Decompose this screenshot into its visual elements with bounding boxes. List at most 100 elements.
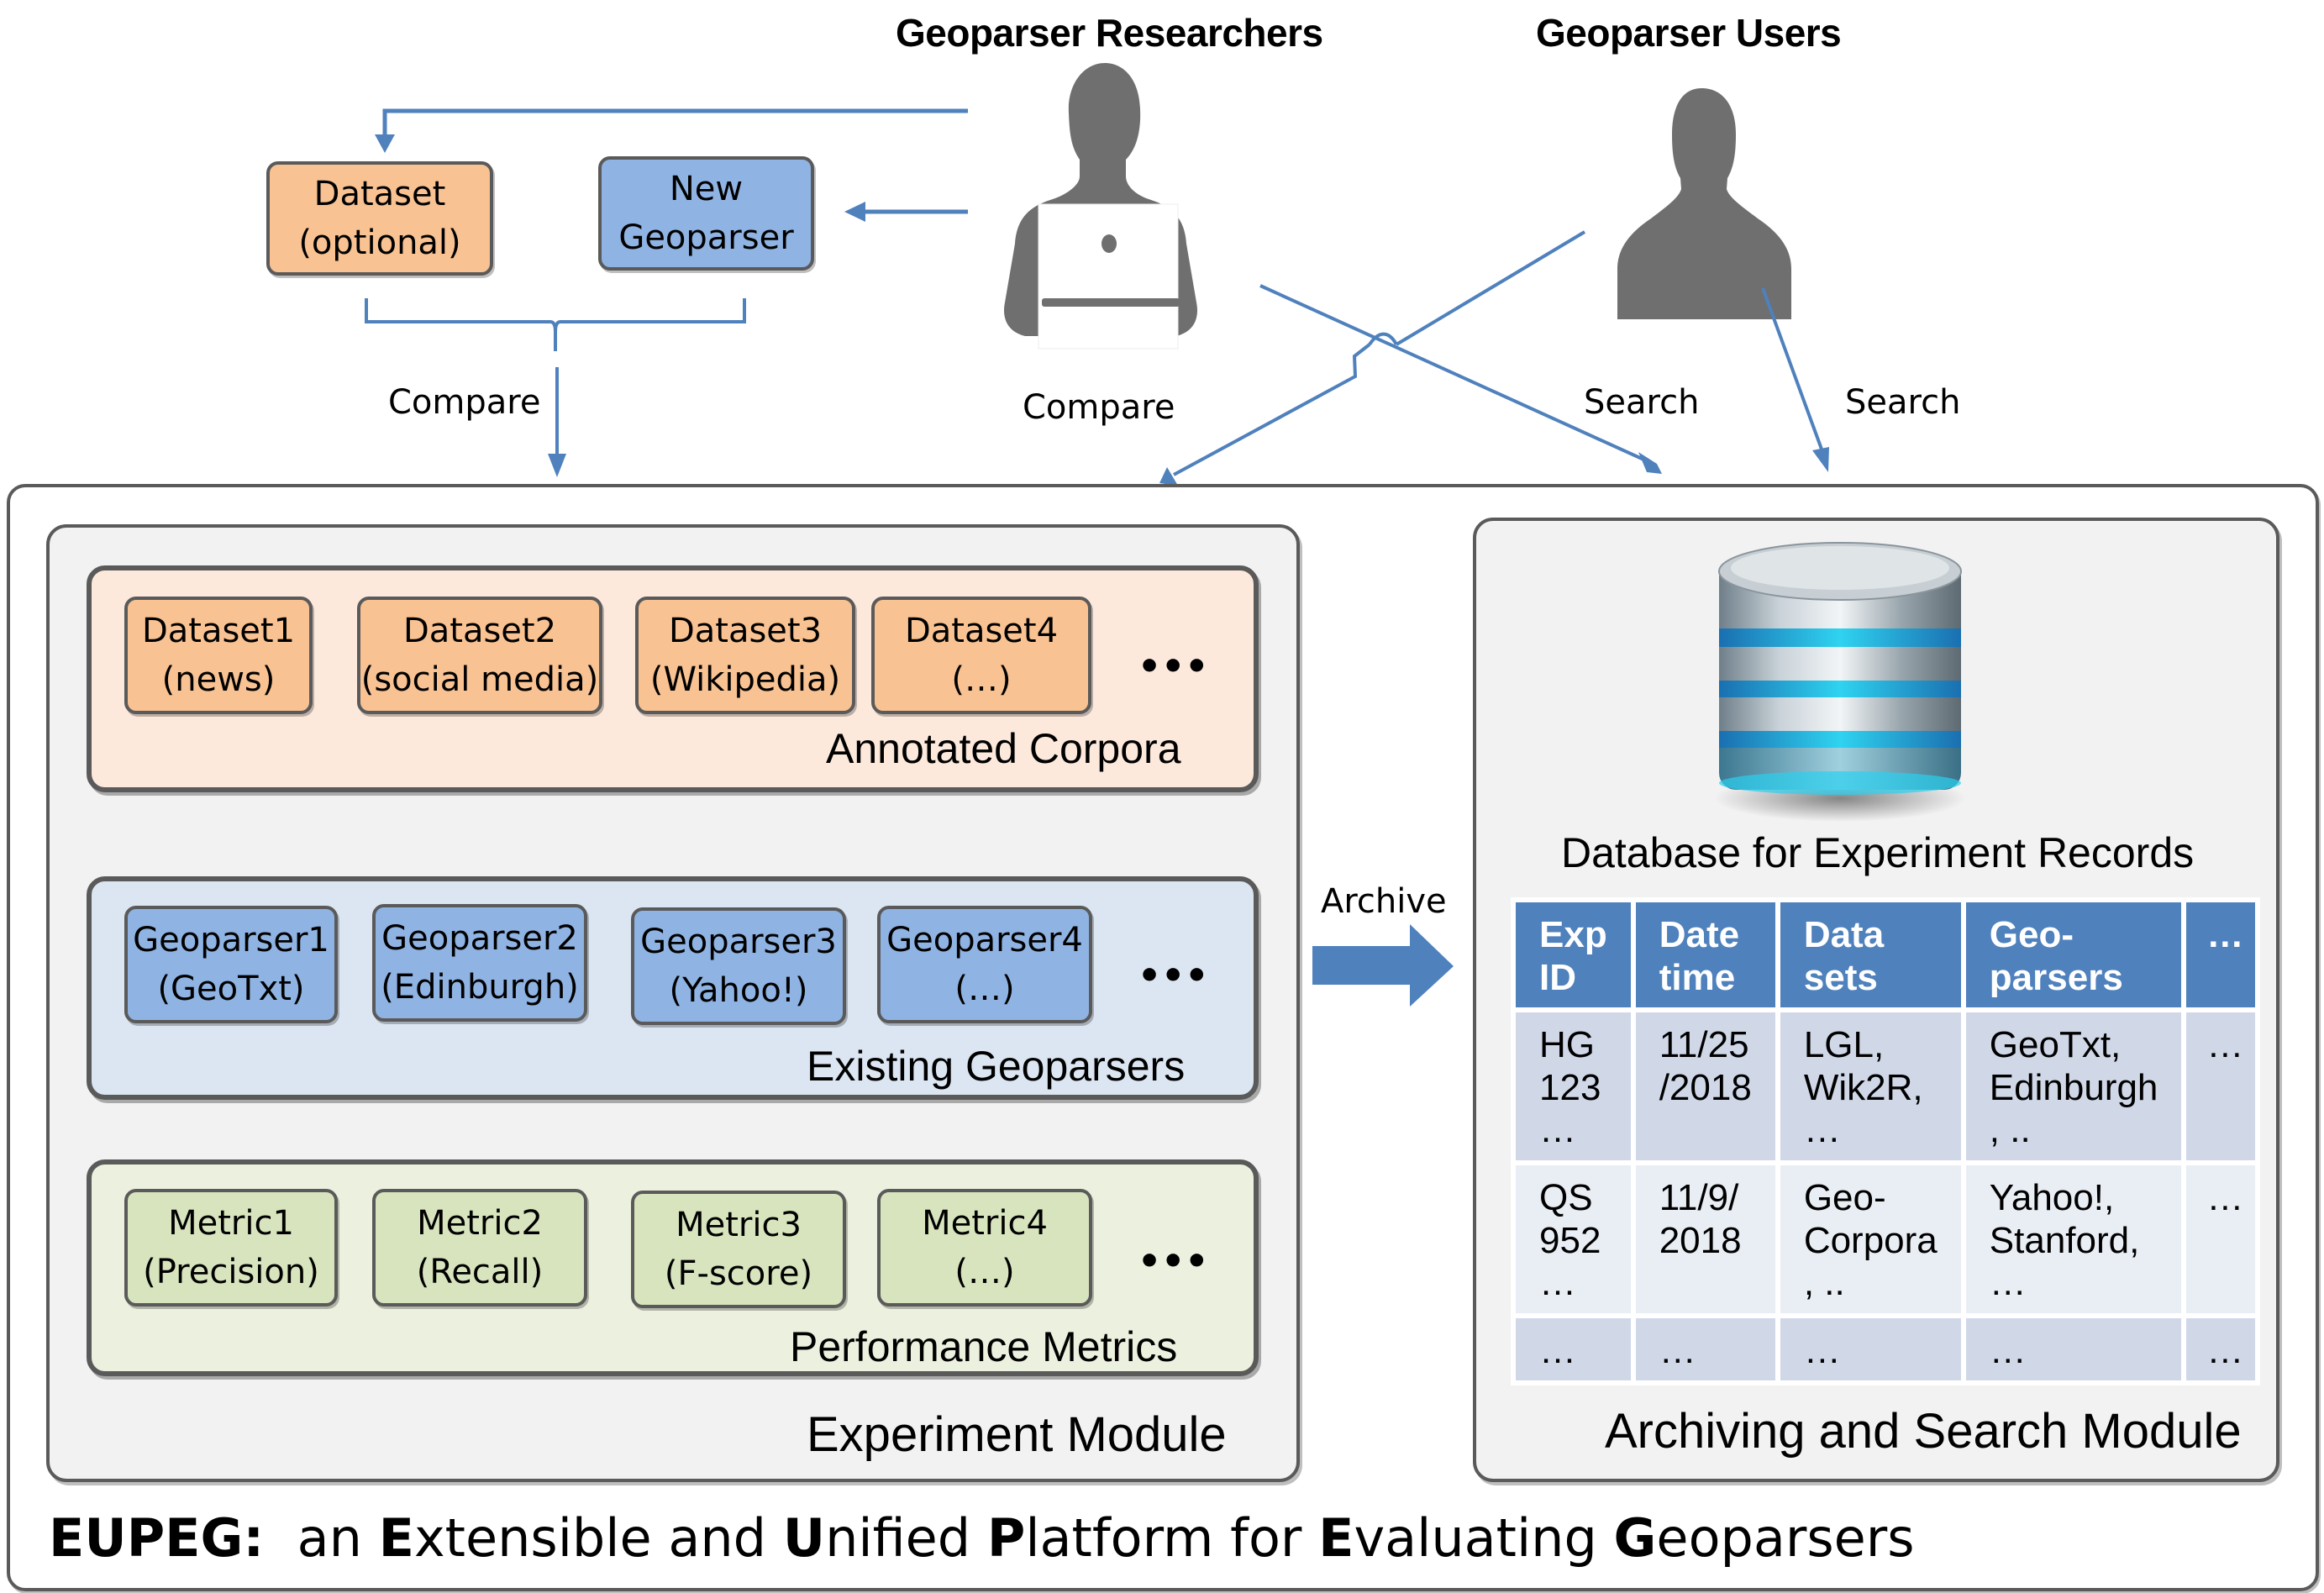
dataset-box-line1: Dataset1	[141, 612, 296, 650]
cell-datasets: Geo-Corpora, ..	[1780, 1165, 1961, 1313]
performance-metrics-title: Performance Metrics	[790, 1323, 1178, 1370]
metric-box[interactable]: Metric2 (Recall)	[372, 1189, 587, 1306]
search-label-researcher: Search	[1584, 383, 1700, 422]
researcher-person-icon	[1004, 63, 1197, 350]
table-row[interactable]: … … … … …	[1516, 1317, 2256, 1381]
cell-more: …	[2186, 1317, 2256, 1381]
database-icon	[1714, 542, 1966, 822]
dataset-optional-line2: (optional)	[298, 223, 461, 262]
search-label-user: Search	[1845, 383, 1961, 422]
cell-exp-id: …	[1516, 1317, 1631, 1381]
geoparser-box-line2: (Edinburgh)	[381, 968, 579, 1007]
arrow-researcher-to-dataset	[375, 108, 968, 153]
user-silhouette	[1617, 88, 1791, 319]
arrow-users-search	[1761, 287, 1829, 472]
archive-label: Archive	[1321, 882, 1447, 921]
geoparser-box-line2: (…)	[954, 970, 1015, 1008]
laptop-logo	[1102, 234, 1117, 253]
geoparser-box[interactable]: Geoparser2 (Edinburgh)	[372, 904, 587, 1022]
new-geoparser-line1: New	[669, 170, 744, 208]
title-bold-segment: E	[1318, 1507, 1354, 1569]
database-title: Database for Experiment Records	[1561, 829, 2195, 876]
more-metrics-ellipsis: •••	[1138, 1240, 1209, 1283]
cell-datasets: LGL,Wik2R,…	[1780, 1012, 1961, 1160]
title-bold-segment: P	[986, 1507, 1026, 1569]
geoparser-box-line1: Geoparser1	[133, 921, 329, 959]
compare-label-center: Compare	[1023, 388, 1175, 427]
title-bold-segment: E	[378, 1507, 414, 1569]
researchers-title: Geoparser Researchers	[896, 11, 1323, 55]
geoparser-box[interactable]: Geoparser3 (Yahoo!)	[631, 907, 846, 1025]
geoparser-box[interactable]: Geoparser1 (GeoTxt)	[124, 906, 338, 1023]
metric-box-line1: Metric1	[168, 1204, 294, 1243]
cell-geoparsers: GeoTxt,Edinburgh, ..	[1965, 1012, 2182, 1160]
eupeg-platform-container	[7, 484, 2319, 1591]
brace-compare	[365, 298, 746, 351]
metric-box[interactable]: Metric4 (…)	[877, 1189, 1092, 1306]
title-bold-segment: U	[782, 1507, 826, 1569]
metric-box-line1: Metric3	[676, 1206, 802, 1244]
cell-date-time: 11/9/2018	[1635, 1165, 1775, 1313]
experiment-module-title: Experiment Module	[807, 1407, 1227, 1462]
dataset-box-line2: (…)	[951, 660, 1012, 699]
geoparser-box[interactable]: Geoparser4 (…)	[877, 906, 1092, 1023]
dataset-optional-box[interactable]: Dataset (optional)	[266, 161, 493, 276]
geoparser-box-line1: Geoparser2	[381, 919, 578, 958]
metric-box-line2: (F-score)	[664, 1254, 813, 1293]
new-geoparser-box[interactable]: New Geoparser	[598, 156, 814, 271]
dataset-box[interactable]: Dataset3 (Wikipedia)	[635, 597, 855, 714]
platform-title: EUPEG: an Extensible and Unified Platfor…	[49, 1507, 1915, 1569]
users-title: Geoparser Users	[1536, 11, 1842, 55]
more-datasets-ellipsis: •••	[1138, 645, 1209, 688]
more-geoparsers-ellipsis: •••	[1138, 954, 1209, 997]
metric-box-line2: (Precision)	[143, 1253, 319, 1291]
dataset-box-line2: (Wikipedia)	[649, 660, 841, 699]
arrow-compare-left	[548, 367, 566, 477]
dataset-box-line1: Dataset2	[402, 612, 557, 650]
cell-geoparsers: Yahoo!,Stanford,…	[1965, 1165, 2182, 1313]
archiving-search-module-title: Archiving and Search Module	[1605, 1404, 2242, 1459]
dataset-box-line2: (news)	[161, 660, 276, 699]
annotated-corpora-title: Annotated Corpora	[826, 725, 1181, 772]
geoparser-box-line2: (Yahoo!)	[669, 971, 808, 1010]
title-segment: valuating	[1354, 1507, 1614, 1569]
compare-label-left: Compare	[388, 383, 541, 422]
geoparser-box-line1: Geoparser3	[640, 923, 837, 961]
new-geoparser-line2: Geoparser	[618, 218, 794, 257]
dataset-box-line1: Dataset3	[668, 612, 823, 650]
cell-geoparsers: …	[1965, 1317, 2182, 1381]
laptop-screen	[1038, 203, 1179, 350]
title-segment: xtensible and	[413, 1507, 783, 1569]
dataset-box[interactable]: Dataset1 (news)	[124, 597, 313, 714]
title-segment: latform for	[1025, 1507, 1319, 1569]
dataset-optional-line1: Dataset	[313, 175, 446, 213]
user-person-icon	[1617, 88, 1791, 319]
existing-geoparsers-title: Existing Geoparsers	[807, 1043, 1186, 1090]
metric-box[interactable]: Metric1 (Precision)	[124, 1189, 338, 1306]
dataset-box[interactable]: Dataset2 (social media)	[357, 597, 602, 714]
header-more[interactable]: …	[2186, 902, 2256, 1008]
title-segment: eoparsers	[1656, 1507, 1915, 1569]
metric-box-line1: Metric2	[417, 1204, 543, 1243]
geoparser-box-line2: (GeoTxt)	[157, 970, 305, 1008]
title-segment: nified	[825, 1507, 987, 1569]
arrow-users-compare	[1159, 230, 1586, 486]
metric-box-line2: (Recall)	[416, 1253, 544, 1291]
metric-box[interactable]: Metric3 (F-score)	[631, 1191, 846, 1308]
title-segment: an	[264, 1507, 379, 1569]
archive-arrow-icon	[1312, 924, 1454, 1007]
header-geoparsers[interactable]: Geo-parsers	[1965, 902, 2182, 1008]
cell-datasets: …	[1780, 1317, 1961, 1381]
arrow-researcher-search	[1259, 284, 1662, 474]
title-bold-segment: EUPEG:	[49, 1507, 265, 1569]
dataset-box[interactable]: Dataset4 (…)	[871, 597, 1091, 714]
